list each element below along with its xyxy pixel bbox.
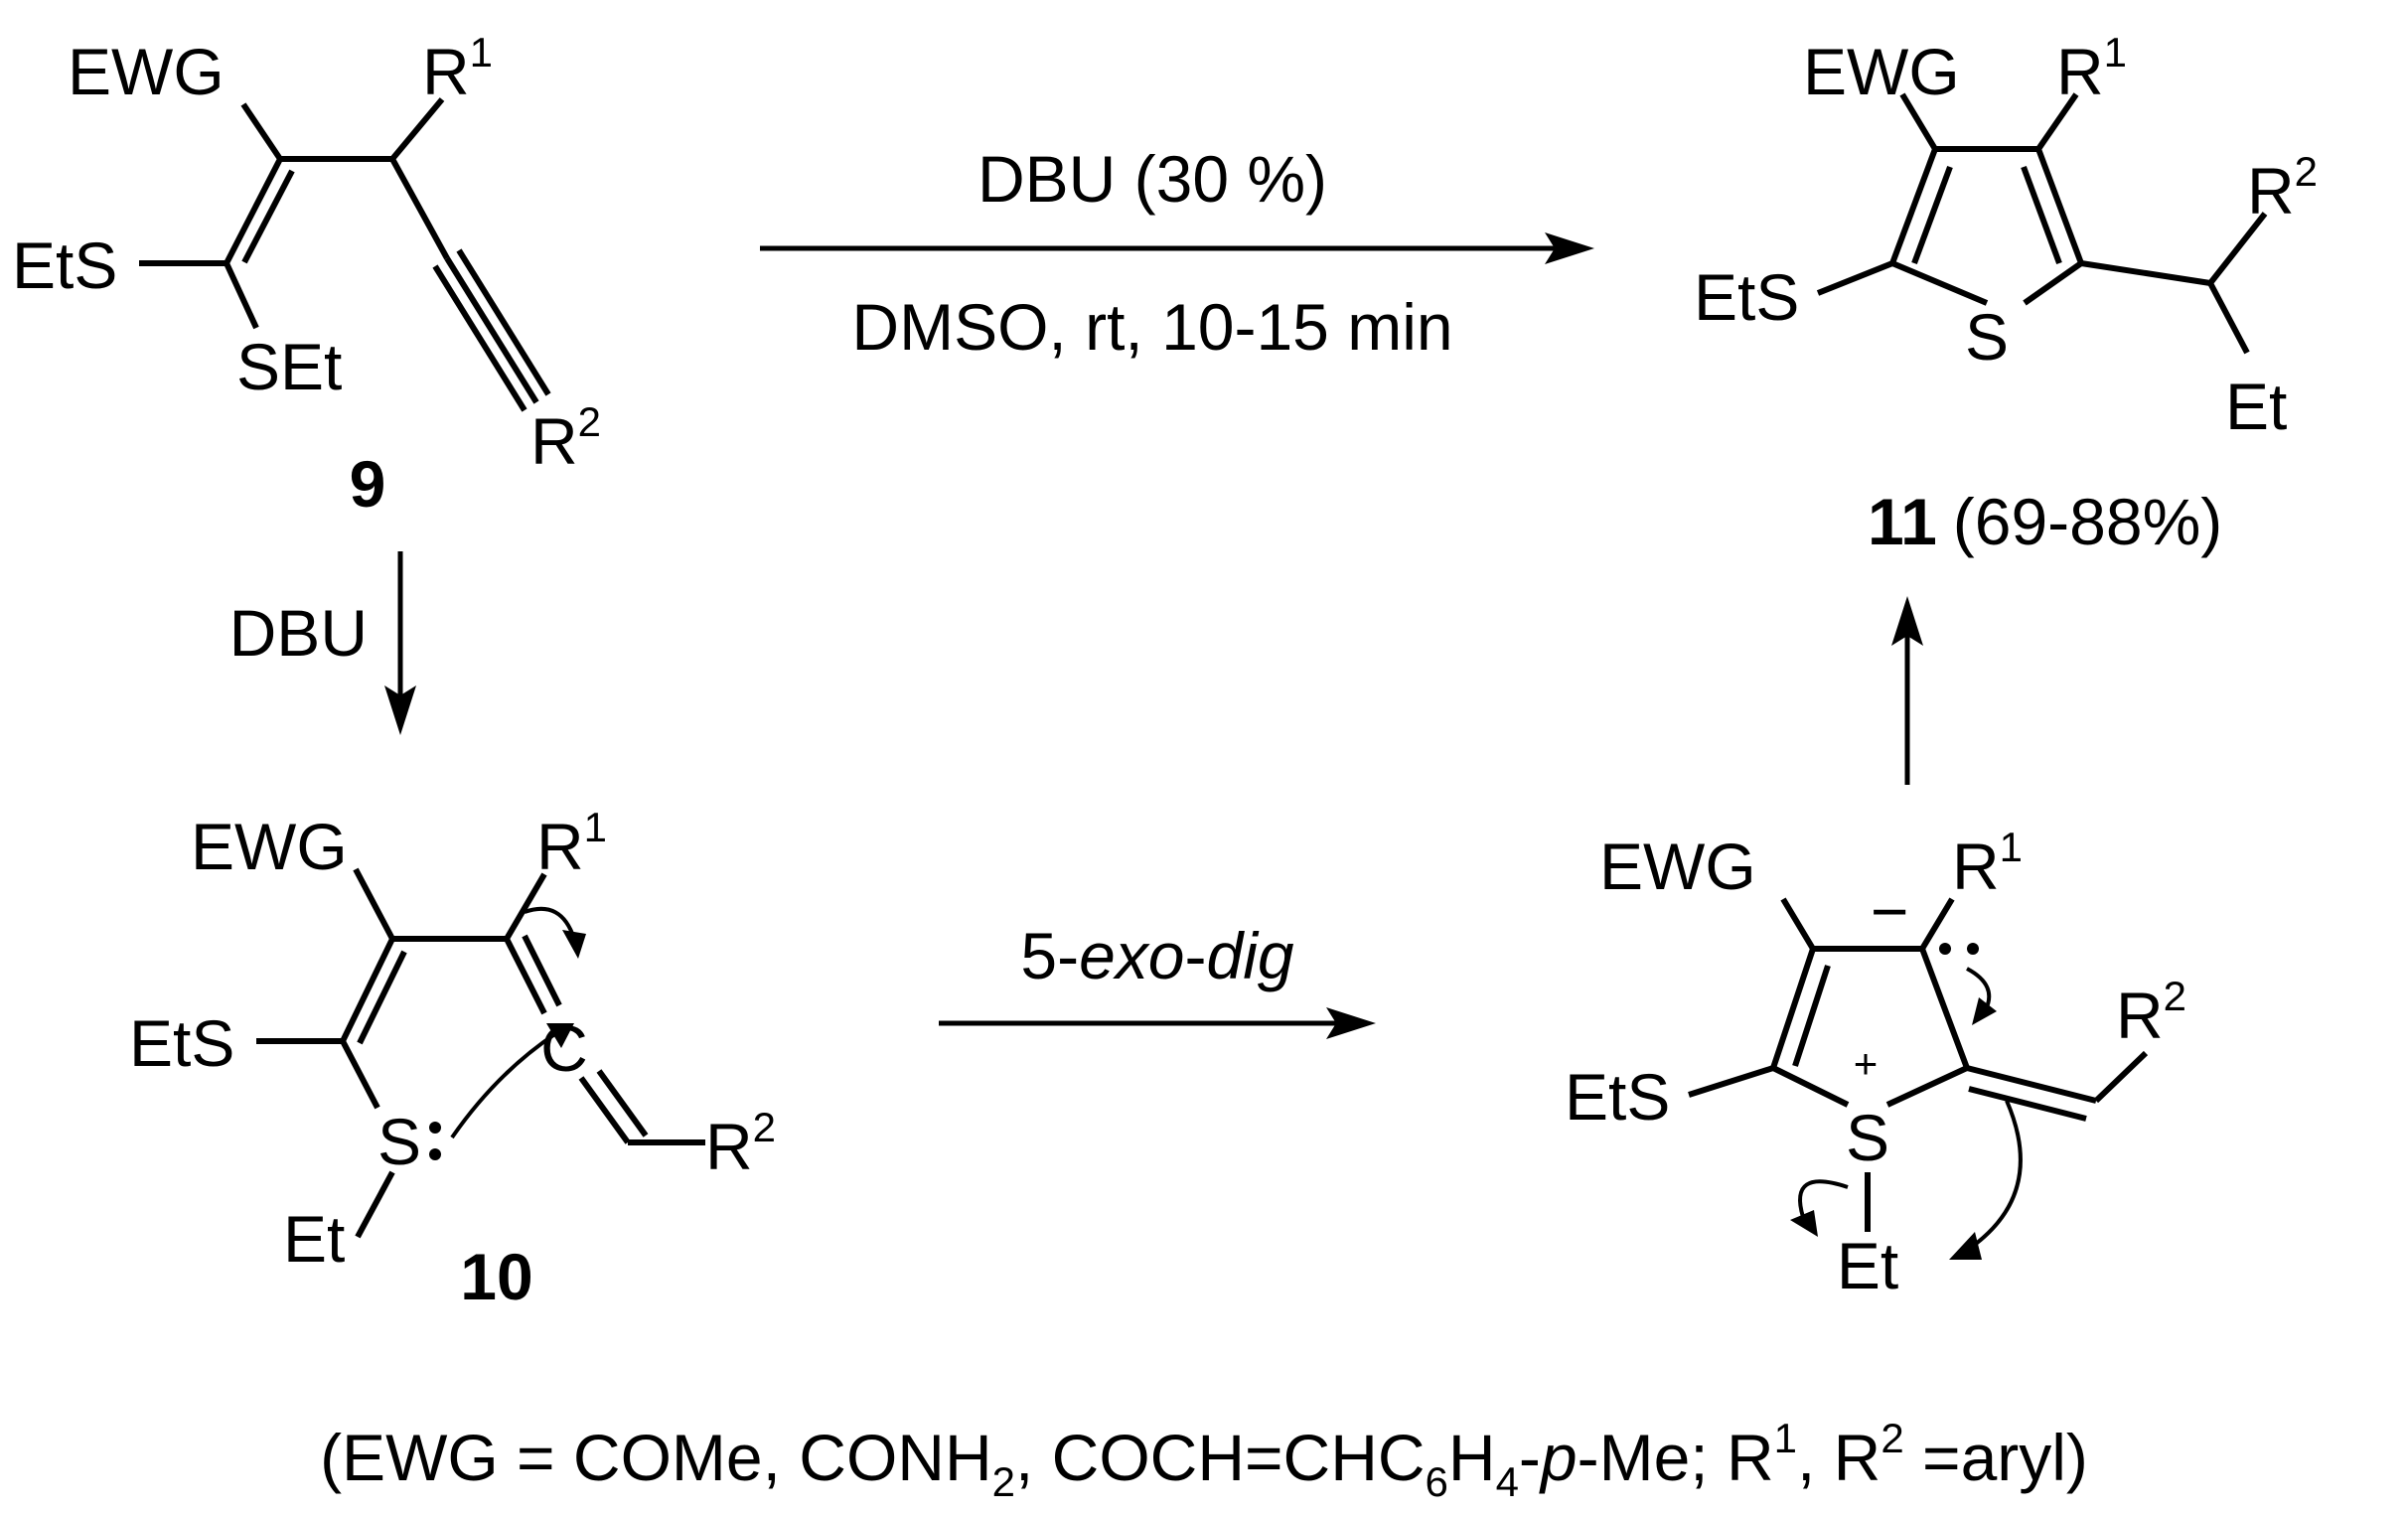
reaction-arrow-up [1891, 596, 1923, 785]
r2-label: R2 [705, 1104, 776, 1183]
bond [1885, 1065, 1969, 1108]
bond [1771, 1065, 1850, 1108]
sulfonium-intermediate: EWG R1 − R2 EtS + S Et [1565, 824, 2186, 1302]
condition-top-below: DMSO, rt, 10-15 min [851, 290, 1452, 364]
bond [596, 1069, 649, 1137]
bond [241, 169, 295, 264]
bond [224, 261, 259, 330]
r2-label: R2 [530, 398, 601, 478]
lone-pair-dot [1939, 943, 1951, 955]
bond [1919, 947, 1970, 1070]
bond [1688, 1065, 1774, 1098]
bond [1899, 92, 1938, 151]
bond [357, 950, 407, 1045]
ets-label: EtS [129, 1006, 234, 1080]
reaction-arrow-top: DBU (30 %) DMSO, rt, 10-15 min [760, 142, 1594, 364]
bond [522, 934, 562, 1007]
bond [1966, 1065, 2097, 1104]
curved-arrow-head [1790, 1210, 1818, 1237]
bond [504, 937, 547, 1015]
ring-sulfur-label: S [1965, 300, 2009, 374]
bond [340, 1039, 380, 1110]
r1-label: R1 [2056, 29, 2127, 108]
r1-label: R1 [422, 29, 493, 108]
et-label: Et [2225, 370, 2287, 443]
bond [1968, 1086, 2087, 1122]
curved-arrow [1798, 1179, 1849, 1218]
bond [432, 264, 527, 412]
bond [355, 1170, 395, 1239]
bond [389, 97, 445, 161]
bond [1770, 948, 1816, 1069]
bond [456, 248, 551, 396]
curved-arrow-head [562, 930, 586, 959]
curved-arrow-head [1949, 1232, 1982, 1260]
bond [2207, 212, 2268, 285]
bond [1780, 897, 1816, 951]
bond [1792, 965, 1831, 1067]
curved-arrow [1970, 1100, 2023, 1249]
bond [1919, 897, 1955, 951]
bond [2035, 147, 2084, 265]
et-label: Et [1837, 1229, 1898, 1302]
r1-label: R1 [536, 804, 607, 883]
bond [389, 157, 450, 260]
bond [1816, 260, 1894, 296]
lone-pair-dot [1967, 943, 1979, 955]
r2-label: R2 [2247, 148, 2318, 227]
ets-label: EtS [1694, 260, 1799, 334]
compound-9: EWG R1 EtS SEt R2 9 [12, 29, 601, 521]
ets-label: EtS [1565, 1060, 1670, 1134]
condition-cyclization: 5-exo-dig [1020, 919, 1293, 992]
r2-label: R2 [2116, 973, 2186, 1052]
bond [2093, 1050, 2149, 1104]
sulfonium-charge: + [1854, 1040, 1879, 1087]
sulfur-label: S [377, 1105, 421, 1178]
allene-carbon-label: C [540, 1011, 588, 1085]
bond [224, 157, 283, 265]
compound-11: EWG R1 EtS S R2 Et 11(69-88%) [1694, 29, 2318, 558]
et-label: Et [283, 1202, 345, 1276]
bond [1911, 165, 1953, 265]
bond [1889, 147, 1938, 265]
bond [2021, 165, 2062, 265]
compound-10: EWG R1 EtS C S R2 Et 10 [129, 804, 776, 1313]
bond [240, 102, 283, 161]
set-label: SEt [236, 330, 342, 403]
bond [353, 867, 395, 941]
ewg-label: EWG [1803, 35, 1960, 108]
bond [578, 1076, 631, 1144]
condition-down: DBU [229, 596, 368, 670]
bond [340, 937, 395, 1043]
bond [504, 872, 547, 941]
curved-arrow-head [1972, 997, 1997, 1025]
ewg-label: EWG [191, 810, 348, 883]
reaction-arrow-cyclization: 5-exo-dig [939, 919, 1376, 1039]
sulfonium-sulfur-label: S [1846, 1101, 1889, 1174]
compound-label-11: 11(69-88%) [1868, 485, 2222, 558]
lone-pair-dot [429, 1148, 441, 1160]
ewg-label: EWG [1599, 830, 1756, 903]
bond [444, 256, 539, 404]
ets-label: EtS [12, 228, 117, 302]
bond [2080, 260, 2211, 286]
bond [2207, 281, 2250, 355]
curved-arrow-head [546, 1023, 574, 1048]
compound-number-10: 10 [460, 1240, 532, 1313]
footnote: (EWG = COMe, CONH2, COCH=CHC6H4-p-Me; R1… [320, 1415, 2088, 1505]
bond [2035, 92, 2079, 151]
carbanion-charge: − [1871, 874, 1909, 948]
reaction-arrow-down: DBU [229, 551, 416, 735]
r1-label: R1 [1952, 824, 2023, 903]
ewg-label: EWG [68, 35, 225, 108]
lone-pair-dot [429, 1122, 441, 1134]
compound-number-9: 9 [350, 447, 386, 521]
curved-arrow [450, 1031, 558, 1139]
condition-top-above: DBU (30 %) [978, 142, 1327, 216]
bond [2023, 260, 2083, 306]
bond [1890, 260, 1989, 306]
